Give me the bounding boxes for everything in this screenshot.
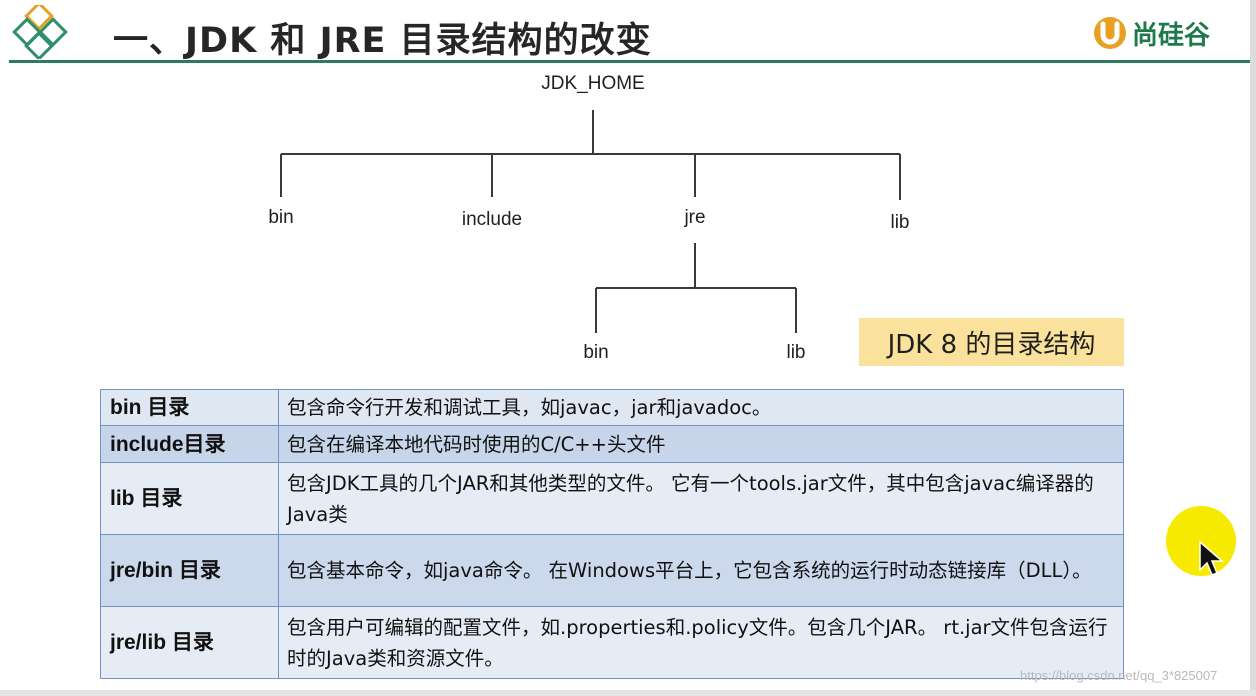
tree-node-jre-lib: lib: [786, 342, 805, 363]
table-desc-cell: 包含用户可编辑的配置文件，如.properties和.policy文件。包含几个…: [278, 606, 1124, 679]
tree-node-jre: jre: [683, 207, 705, 228]
tree-root-label: JDK_HOME: [541, 73, 644, 94]
watermark-text: https://blog.csdn.net/qq_3*825007: [1020, 668, 1218, 683]
brand-logo: 尚硅谷: [1092, 14, 1210, 52]
brand-u-icon: [1094, 17, 1126, 49]
table-desc-cell: 包含命令行开发和调试工具，如javac，jar和javadoc。: [278, 389, 1124, 426]
tree-node-jre-bin: bin: [583, 342, 608, 363]
table-row: jre/bin 目录 包含基本命令，如java命令。 在Windows平台上，它…: [100, 534, 1124, 607]
brand-text: 尚硅谷: [1132, 20, 1211, 51]
header-divider: [9, 60, 1254, 63]
table-row: bin 目录 包含命令行开发和调试工具，如javac，jar和javadoc。: [100, 389, 1124, 426]
tree-node-lib: lib: [890, 212, 909, 233]
table-key-cell: bin 目录: [100, 389, 279, 426]
table-desc-cell: 包含在编译本地代码时使用的C/C++头文件: [278, 425, 1124, 463]
window-edge-right: [1250, 0, 1256, 696]
diamond-logo-icon: [12, 5, 68, 59]
table-desc-cell: 包含基本命令，如java命令。 在Windows平台上，它包含系统的运行时动态链…: [278, 534, 1124, 607]
table-key-cell: jre/lib 目录: [100, 606, 279, 679]
tree-node-include: include: [462, 209, 522, 230]
table-key-cell: lib 目录: [100, 462, 279, 535]
window-edge-bottom: [0, 690, 1256, 696]
mouse-pointer-icon: [1199, 540, 1224, 576]
tree-node-bin: bin: [268, 207, 293, 228]
diagram-caption: JDK 8 的目录结构: [859, 318, 1124, 366]
table-key-cell: jre/bin 目录: [100, 534, 279, 607]
table-row: include目录 包含在编译本地代码时使用的C/C++头文件: [100, 425, 1124, 463]
directory-table: bin 目录 包含命令行开发和调试工具，如javac，jar和javadoc。 …: [100, 389, 1124, 679]
table-row: jre/lib 目录 包含用户可编辑的配置文件，如.properties和.po…: [100, 606, 1124, 679]
slide-title: 一、JDK 和 JRE 目录结构的改变: [113, 21, 652, 61]
table-desc-cell: 包含JDK工具的几个JAR和其他类型的文件。 它有一个tools.jar文件，其…: [278, 462, 1124, 535]
table-row: lib 目录 包含JDK工具的几个JAR和其他类型的文件。 它有一个tools.…: [100, 462, 1124, 535]
table-key-cell: include目录: [100, 425, 279, 463]
